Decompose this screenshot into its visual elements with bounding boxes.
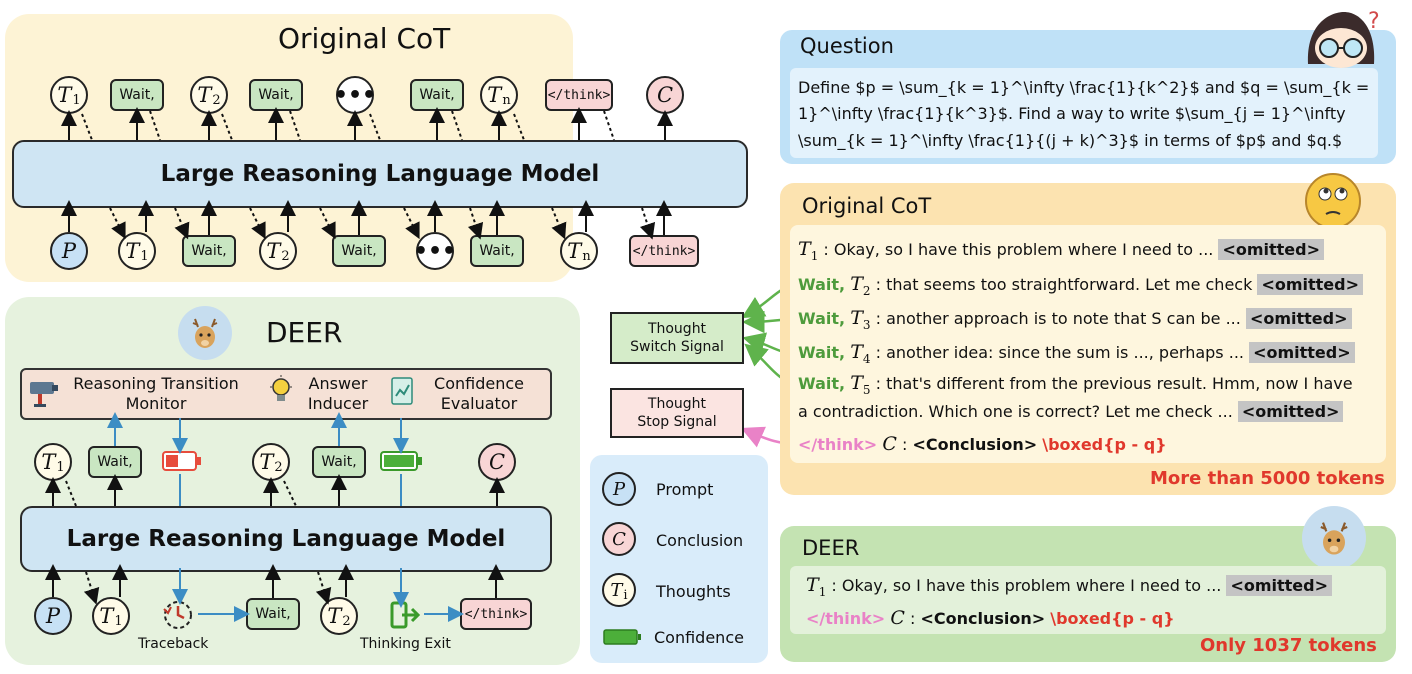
original-cot-title: Original CoT bbox=[278, 22, 451, 55]
deer-token-count: Only 1037 tokens bbox=[1200, 635, 1377, 656]
question-title: Question bbox=[800, 34, 894, 58]
ellipsis-node-input: ••• bbox=[414, 232, 456, 270]
cot-line-t5: Wait, T5 : that's different from the pre… bbox=[798, 372, 1353, 397]
legend-prompt-icon: P bbox=[602, 472, 636, 506]
deer-logo-icon bbox=[178, 306, 232, 360]
conclusion-node-output: C bbox=[646, 76, 684, 114]
ellipsis-node-output: ••• bbox=[334, 76, 376, 114]
prompt-node-input: P bbox=[50, 232, 88, 270]
low-battery-icon bbox=[162, 450, 202, 476]
question-text-box bbox=[790, 68, 1378, 158]
cot-line-t2: Wait, T2 : that seems too straightforwar… bbox=[798, 273, 1364, 298]
original-cot-example-title: Original CoT bbox=[802, 194, 932, 218]
cot-line-t5-cont: a contradiction. Which one is correct? L… bbox=[798, 401, 1344, 422]
wait-token-output-2: Wait, bbox=[249, 79, 303, 111]
confused-girl-avatar: ? bbox=[1300, 4, 1384, 74]
monitor-camera-icon bbox=[28, 376, 62, 414]
deer-conclusion-output: C bbox=[478, 443, 516, 481]
deer-wait-output-2: Wait, bbox=[312, 446, 366, 478]
deer-wait-input: Wait, bbox=[246, 598, 300, 630]
legend-battery-icon bbox=[603, 628, 643, 650]
think-end-token-output: </think> bbox=[545, 79, 613, 111]
cot-line-t3: Wait, T3 : another approach is to note t… bbox=[798, 307, 1352, 332]
deer-example-title: DEER bbox=[802, 536, 860, 560]
legend-conclusion-icon: C bbox=[602, 522, 636, 556]
think-end-token-input: </think> bbox=[629, 235, 699, 267]
question-line-1: Define $p = \sum_{k = 1}^\infty \frac{1}… bbox=[798, 78, 1370, 97]
legend-prompt-label: Prompt bbox=[656, 480, 714, 499]
legend-confidence-label: Confidence bbox=[654, 628, 744, 647]
wait-token-output-3: Wait, bbox=[410, 79, 464, 111]
wait-token-input-2: Wait, bbox=[332, 235, 386, 267]
thinking-exit-label: Thinking Exit bbox=[360, 636, 451, 652]
question-line-2: 1}^\infty \frac{1}{k^3}$. Find a way to … bbox=[798, 104, 1346, 123]
thinking-emoji-icon bbox=[1302, 170, 1364, 236]
svg-text:?: ? bbox=[1368, 9, 1380, 34]
cot-line-t1: T1 : Okay, so I have this problem where … bbox=[798, 238, 1325, 263]
question-line-3: \sum_{k = 1}^\infty \frac{1}{(j + k)^3}$… bbox=[798, 131, 1343, 150]
wait-token-input-3: Wait, bbox=[470, 235, 524, 267]
evaluator-doc-icon bbox=[390, 376, 416, 410]
legend-thoughts-label: Thoughts bbox=[656, 582, 731, 601]
deer-prompt-input: P bbox=[34, 597, 72, 635]
original-token-count: More than 5000 tokens bbox=[1150, 468, 1385, 489]
reasoning-model-bar-top: Large Reasoning Language Model bbox=[12, 140, 748, 208]
traceback-clock-icon bbox=[160, 597, 196, 637]
wait-token-input-1: Wait, bbox=[182, 235, 236, 267]
deer-method-title: DEER bbox=[266, 316, 343, 349]
cot-conclusion-line: </think> C : <Conclusion> \boxed{p - q} bbox=[798, 433, 1167, 455]
cot-line-t4: Wait, T4 : another idea: since the sum i… bbox=[798, 341, 1355, 366]
deer-example-logo bbox=[1302, 506, 1366, 570]
traceback-label: Traceback bbox=[138, 636, 209, 652]
legend-conclusion-label: Conclusion bbox=[656, 531, 744, 550]
wait-token-output-1: Wait, bbox=[110, 79, 164, 111]
inducer-bulb-icon bbox=[268, 374, 294, 412]
deer-conclusion-line: </think> C : <Conclusion> \boxed{p - q} bbox=[806, 607, 1175, 629]
reasoning-model-bar-deer: Large Reasoning Language Model bbox=[20, 506, 552, 572]
deer-line-t1: T1 : Okay, so I have this problem where … bbox=[806, 574, 1333, 599]
